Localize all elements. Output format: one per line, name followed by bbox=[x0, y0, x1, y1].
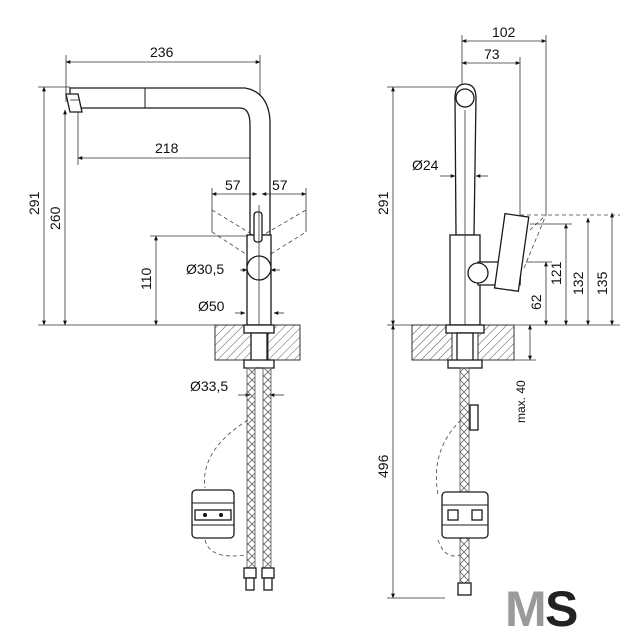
dim-side-total-height: 291 bbox=[375, 86, 460, 326]
dim-lever-diameter-label: Ø30,5 bbox=[186, 261, 224, 277]
side-countertop-section bbox=[411, 324, 515, 369]
dim-hose-length-label: 496 bbox=[375, 454, 391, 478]
dim-lever-heights: 135 132 121 62 bbox=[526, 212, 614, 326]
dim-lever-diameter: Ø30,5 bbox=[186, 261, 280, 277]
dim-lever-height-1-label: 121 bbox=[548, 261, 564, 285]
dim-base-diameter-label: Ø50 bbox=[198, 298, 225, 314]
dim-lever-swing: 57 57 bbox=[211, 177, 307, 263]
side-supply-hoses bbox=[435, 367, 479, 596]
logo-letter-m: M bbox=[505, 581, 547, 637]
dim-max-deck-thickness: max. 40 bbox=[514, 324, 536, 423]
dim-front-spout-height: 260 bbox=[47, 109, 67, 326]
dim-hose-length: 496 bbox=[375, 324, 445, 599]
side-body bbox=[449, 83, 481, 330]
dim-lever-swing-left-label: 57 bbox=[225, 177, 241, 193]
dim-front-total-height-label: 291 bbox=[26, 191, 42, 215]
dim-spout-offset: 73 bbox=[461, 46, 521, 215]
logo-letter-s: S bbox=[545, 581, 578, 637]
dim-front-total-height: 291 bbox=[26, 86, 70, 326]
dim-lever-axis-height-label: 110 bbox=[138, 267, 154, 290]
dim-overall-depth-label: 102 bbox=[492, 24, 516, 40]
dim-spout-offset-label: 73 bbox=[484, 46, 500, 62]
front-supply-hoses bbox=[204, 367, 275, 591]
dim-spout-reach: 236 bbox=[65, 44, 261, 110]
dim-lever-swing-right-label: 57 bbox=[272, 177, 288, 193]
side-lever bbox=[467, 212, 620, 293]
dim-max-deck-thickness-label: max. 40 bbox=[514, 380, 528, 423]
side-view: 102 73 291 Ø24 bbox=[375, 24, 620, 599]
front-countertop-section bbox=[214, 324, 301, 369]
side-counterweight bbox=[441, 491, 489, 539]
dim-spout-inner-reach: 218 bbox=[77, 112, 261, 165]
brand-logo: M S bbox=[505, 581, 578, 637]
front-body bbox=[246, 205, 272, 330]
dim-body-diameter-label: Ø24 bbox=[412, 157, 439, 173]
dim-base-diameter: Ø50 bbox=[198, 298, 284, 315]
front-spout bbox=[65, 87, 271, 236]
dim-side-total-height-label: 291 bbox=[375, 191, 391, 215]
dim-spout-inner-reach-label: 218 bbox=[155, 140, 179, 156]
dim-shank-diameter: Ø33,5 bbox=[190, 378, 284, 397]
dim-front-spout-height-label: 260 bbox=[47, 206, 63, 230]
dim-lever-height-3-label: 135 bbox=[594, 271, 610, 295]
front-view: 236 218 291 260 bbox=[26, 44, 307, 591]
dim-lever-base-height-label: 62 bbox=[528, 294, 544, 310]
dim-body-diameter: Ø24 bbox=[412, 157, 488, 178]
dim-spout-reach-label: 236 bbox=[150, 44, 174, 60]
front-counterweight bbox=[191, 489, 235, 539]
dim-lever-axis-height: 110 bbox=[138, 235, 248, 326]
dim-lever-height-2-label: 132 bbox=[570, 271, 586, 295]
dim-shank-diameter-label: Ø33,5 bbox=[190, 378, 228, 394]
